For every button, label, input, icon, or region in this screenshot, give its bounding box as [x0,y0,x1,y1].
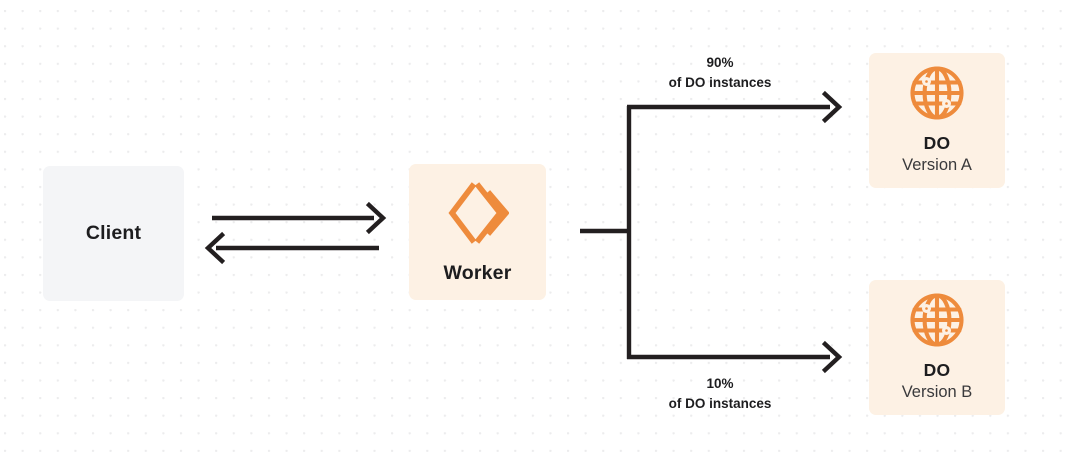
edge-label-top-percent: 90% [706,55,734,70]
node-do-version-b-title: DO [923,359,951,380]
globe-icon [909,292,965,348]
arrow-to-do-version-a [627,90,843,124]
node-client: Client [43,166,184,301]
arrow-to-do-version-b [627,340,843,374]
globe-icon [909,65,965,121]
arrow-client-to-worker [212,201,387,235]
node-do-version-a-subtitle: Version A [902,155,972,174]
cloudflare-workers-icon [447,180,510,246]
connector-worker-split [580,106,632,359]
edge-label-top: 90% of DO instances [612,53,828,92]
node-do-version-b-subtitle: Version B [901,382,973,401]
edge-label-bottom-caption: of DO instances [668,395,772,411]
edge-label-bottom-percent: 10% [706,376,734,391]
node-do-version-a-title: DO [923,132,951,153]
node-do-version-a: DO Version A [869,53,1005,188]
edge-label-top-caption: of DO instances [668,74,772,90]
arrow-worker-to-client [204,231,379,265]
node-worker-title: Worker [443,261,512,284]
node-do-version-b: DO Version B [869,280,1005,415]
node-worker: Worker [409,164,546,300]
node-client-title: Client [85,222,142,244]
edge-label-bottom: 10% of DO instances [612,374,828,413]
